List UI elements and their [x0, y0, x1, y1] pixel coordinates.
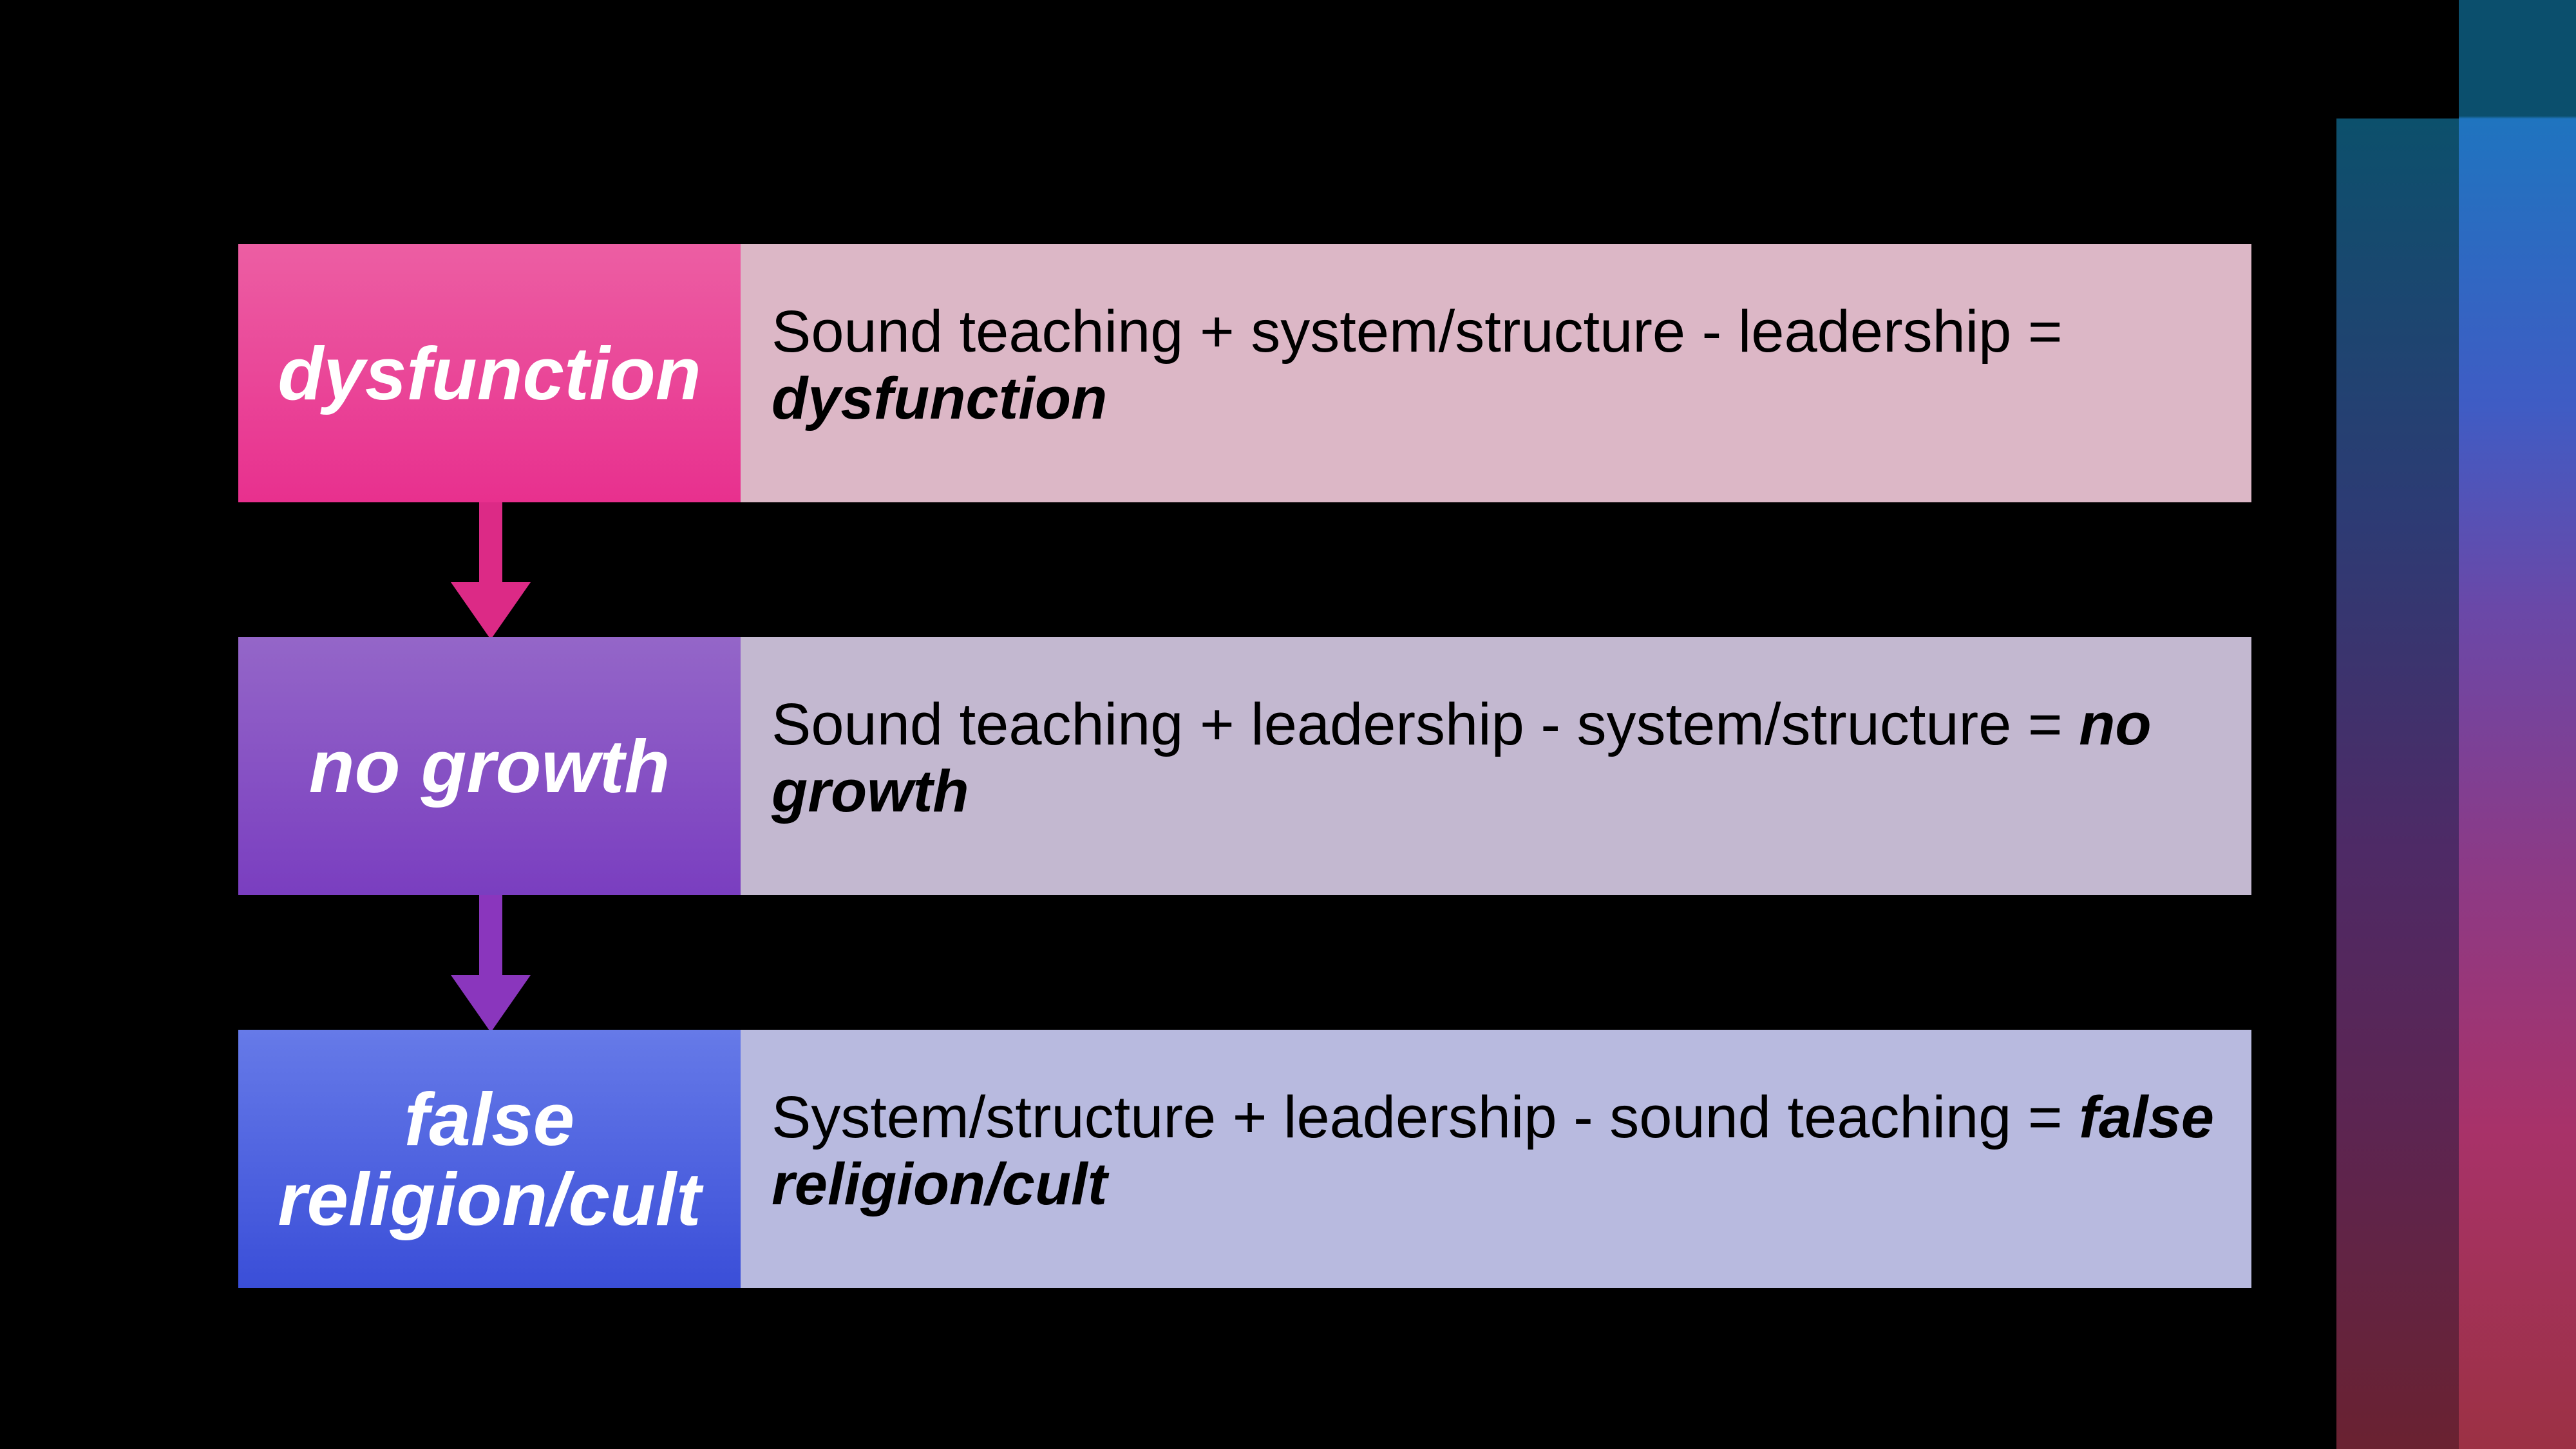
row-false-religion-cult: false religion/cult System/structure + l… — [238, 1030, 2251, 1288]
decorative-gradient-bar-inner — [2336, 118, 2459, 1449]
description-text: Sound teaching + leadership - system/str… — [772, 692, 2079, 757]
label-box-dysfunction: dysfunction — [238, 244, 741, 502]
description-emphasis: false religion/cult — [772, 1084, 2214, 1217]
label-text-line-1: false — [404, 1077, 575, 1161]
description-emphasis: dysfunction — [772, 366, 1108, 431]
description-text: System/structure + leadership - sound te… — [772, 1084, 2079, 1150]
arrow-no-growth-to-false-religion — [451, 895, 531, 1032]
label-text: no growth — [308, 724, 670, 808]
description-box-no-growth: Sound teaching + leadership - system/str… — [741, 637, 2251, 895]
decorative-gradient-bar-outer — [2459, 0, 2576, 1449]
down-arrow-icon — [451, 502, 531, 639]
row-no-growth: no growth Sound teaching + leadership - … — [238, 637, 2251, 895]
row-dysfunction: dysfunction Sound teaching + system/stru… — [238, 244, 2251, 502]
description-emphasis: no growth — [772, 692, 2152, 824]
down-arrow-icon — [451, 895, 531, 1032]
description-box-false-religion-cult: System/structure + leadership - sound te… — [741, 1030, 2251, 1288]
label-text: dysfunction — [278, 331, 701, 415]
label-box-false-religion-cult: false religion/cult — [238, 1030, 741, 1288]
arrow-dysfunction-to-no-growth — [451, 502, 531, 639]
description-text: Sound teaching + system/structure - lead… — [772, 299, 2063, 365]
label-box-no-growth: no growth — [238, 637, 741, 895]
label-text-line-2: religion/cult — [278, 1157, 701, 1241]
description-box-dysfunction: Sound teaching + system/structure - lead… — [741, 244, 2251, 502]
